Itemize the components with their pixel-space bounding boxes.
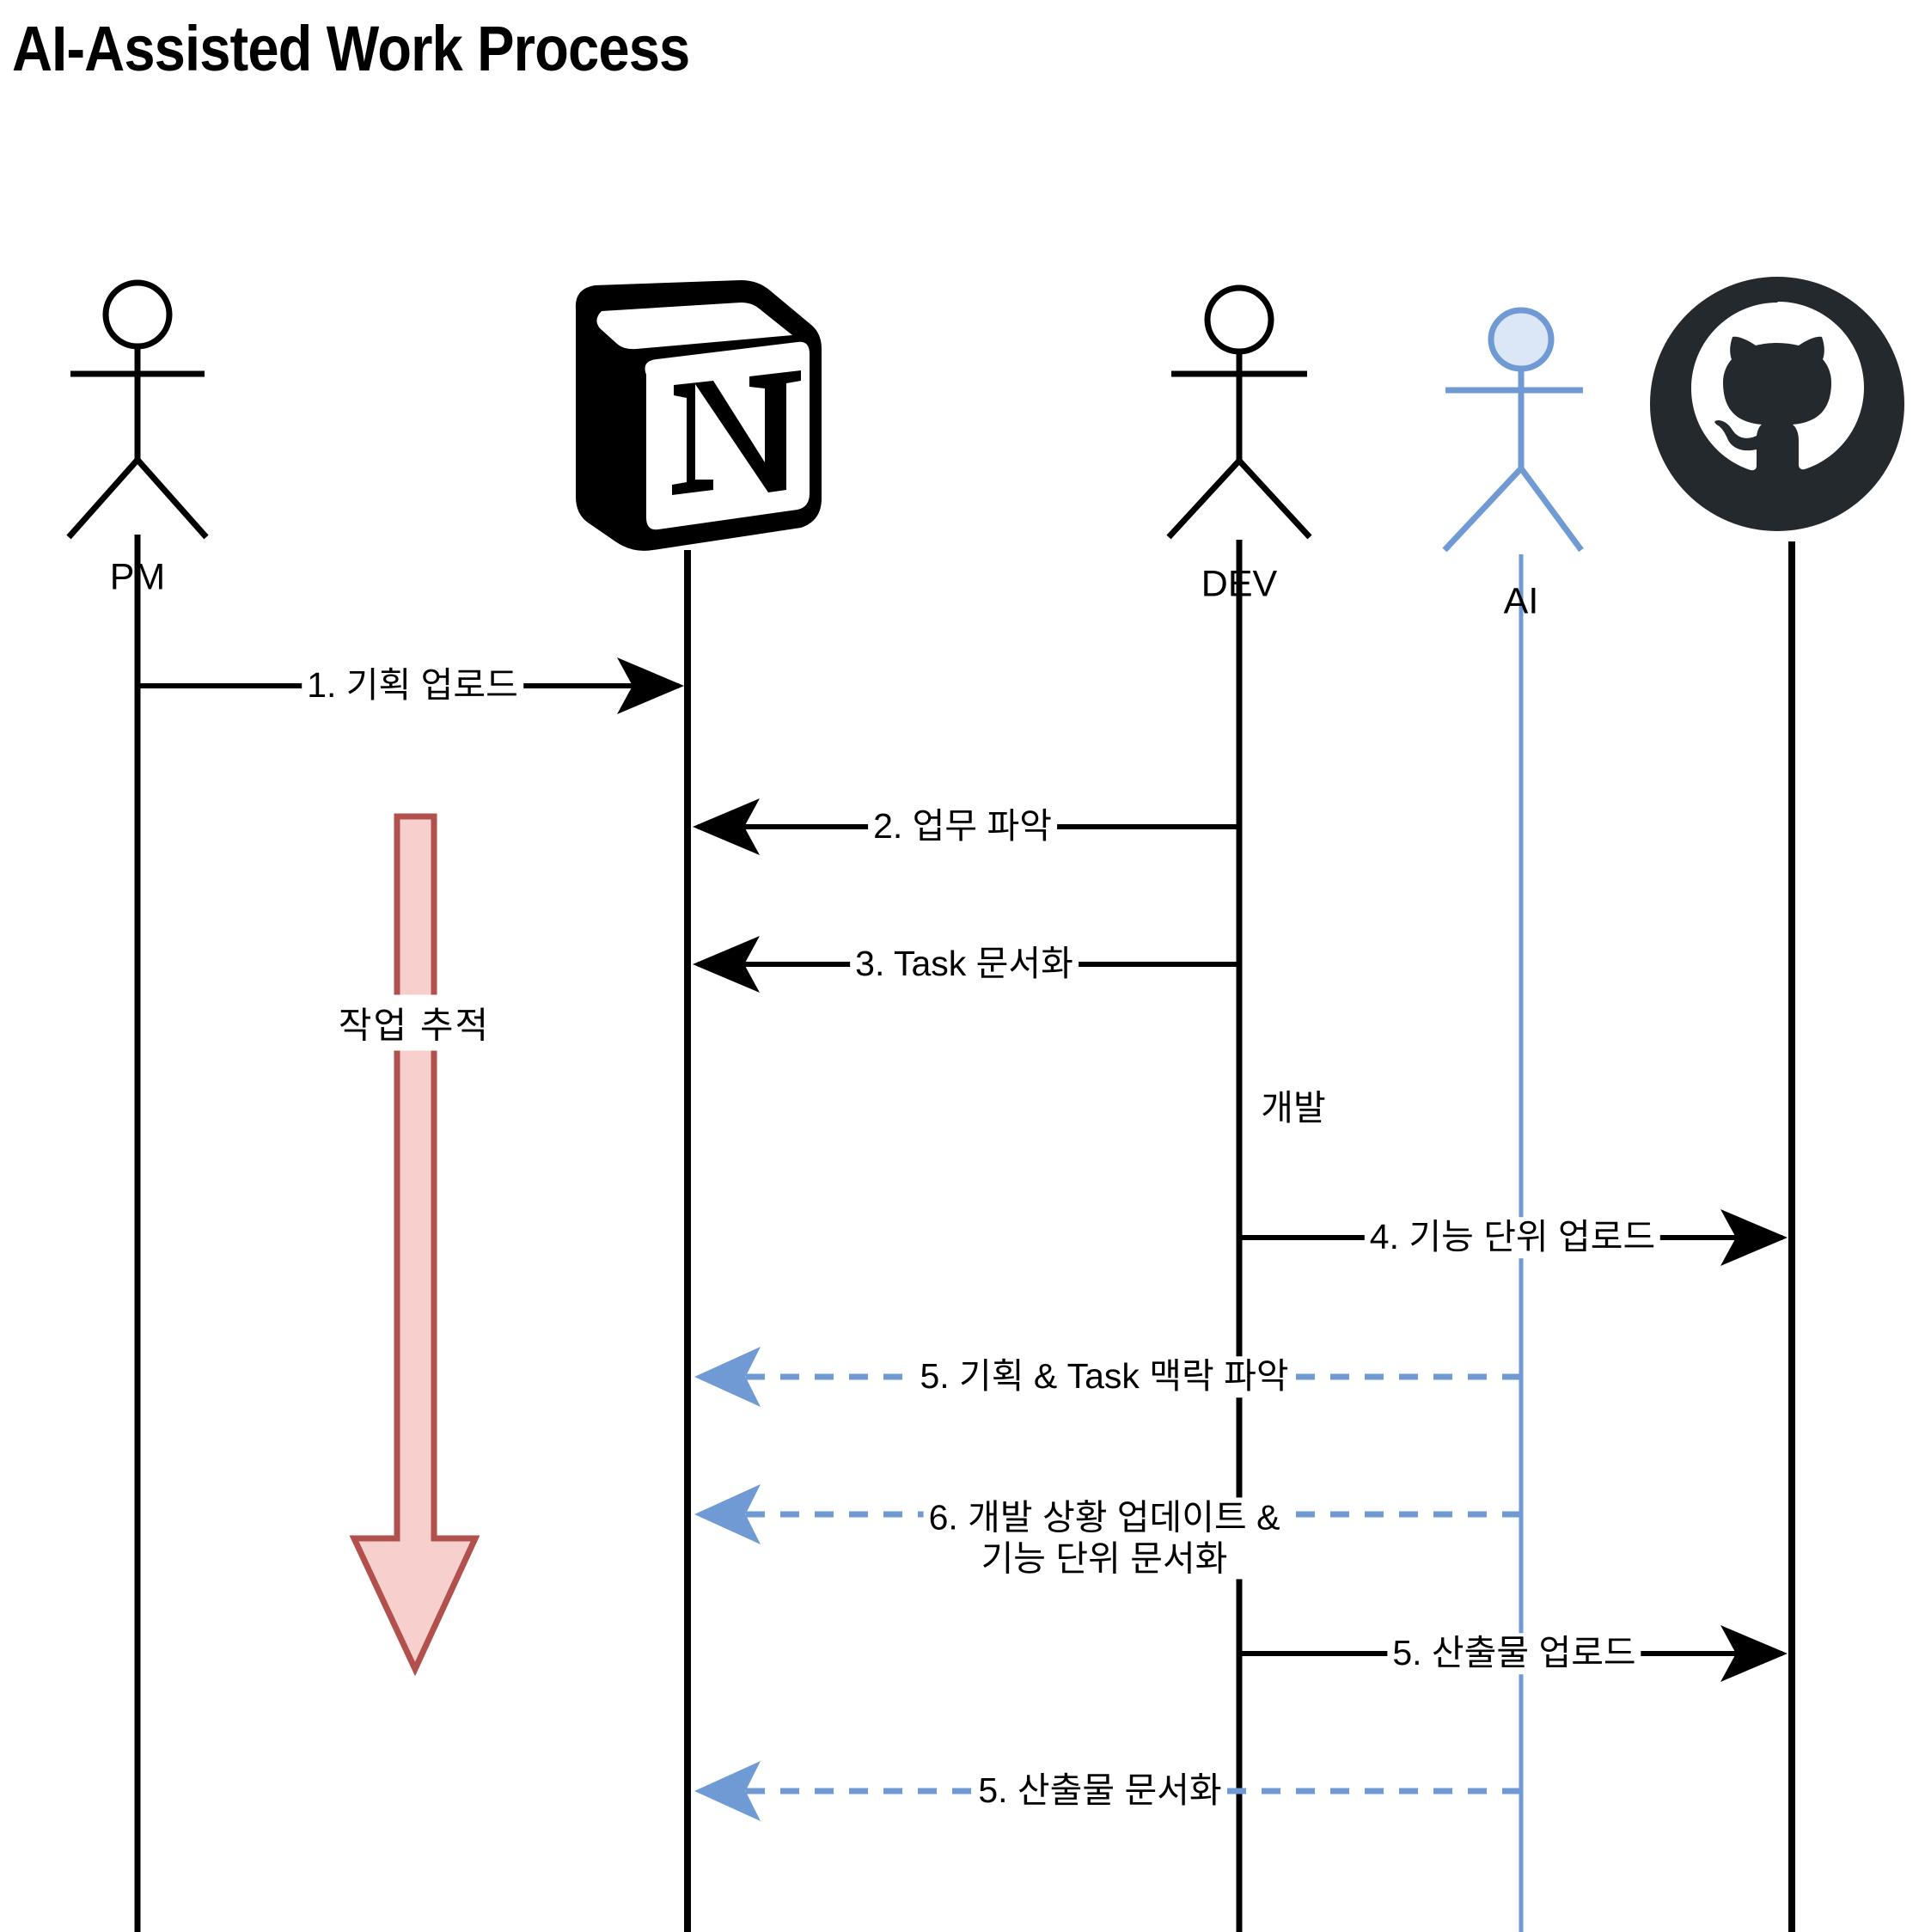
message-label-m3: 3. Task 문서화 [850,944,1079,985]
actor-label-pm: PM [109,556,166,598]
actor-label-dev: DEV [1201,563,1278,605]
message-label-m7: 5. 산출물 업로드 [1387,1633,1641,1674]
track-arrow-label: 작업 추적 [333,994,496,1051]
message-label-m8: 5. 산출물 문서화 [973,1770,1227,1812]
message-label-m1: 1. 기획 업로드 [302,665,523,706]
track-arrow-icon [349,813,480,1677]
message-label-m6-line2: 기능 단위 문서화 [981,1538,1228,1578]
message-label-m6-line1: 6. 개발 상황 업데이트 & [928,1497,1280,1538]
message-label-m2: 2. 업무 파악 [868,806,1057,847]
message-label-m5: 5. 기획 & Task 맥락 파악 [914,1356,1294,1397]
github-logo-icon [1650,277,1904,531]
actor-dev-figure [1166,284,1312,540]
notion-logo-icon [575,280,822,551]
message-label-m6: 6. 개발 상황 업데이트 & 기능 단위 문서화 [923,1497,1286,1580]
note-label-dev: 개발 [1257,1079,1329,1130]
actor-pm-figure [66,279,209,540]
actor-ai-figure [1442,307,1584,553]
message-label-m4: 4. 기능 단위 업로드 [1364,1217,1661,1258]
page-title: AI-Assisted Work Process [12,13,690,84]
actor-label-ai: AI [1503,580,1539,622]
